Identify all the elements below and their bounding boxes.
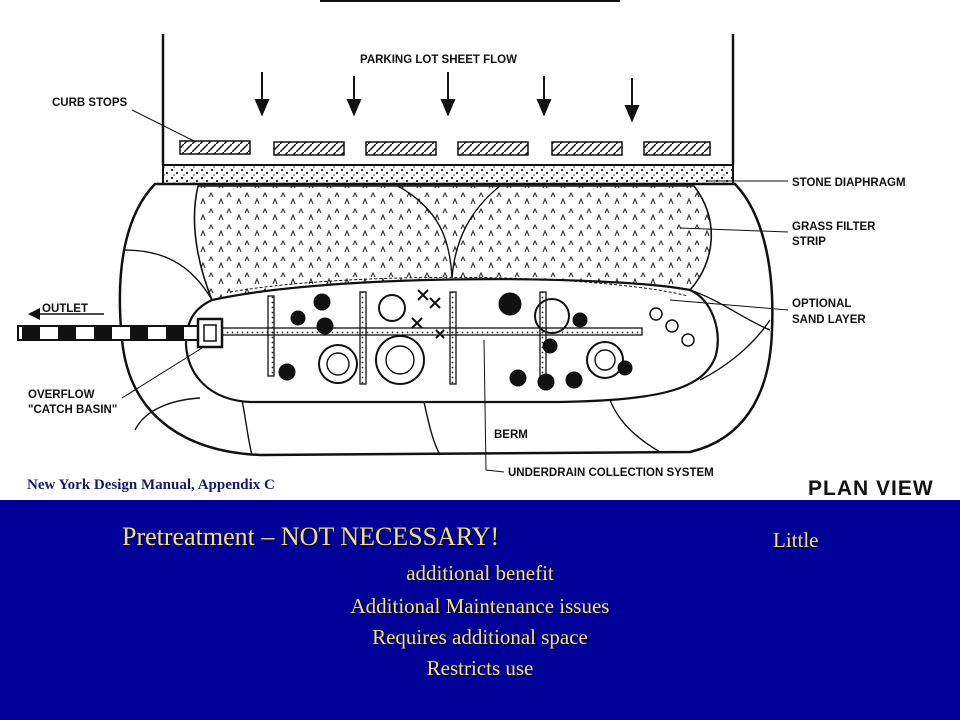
point-additional-benefit: additional benefit (406, 561, 554, 585)
berm-section-lines (124, 249, 771, 456)
curb-stops-leader (131, 109, 197, 143)
plantings (278, 289, 695, 391)
overflow-leader (121, 347, 203, 399)
sand-layer-edge (229, 276, 689, 297)
point-restricts-use: Restricts use (426, 656, 534, 680)
parking-lot-sheet-flow-label: PARKING LOT SHEET FLOW (360, 54, 517, 66)
underdrain-label: UNDERDRAIN COLLECTION SYSTEM (508, 467, 714, 479)
sheet-flow-arrows (254, 72, 640, 123)
optional-sand-layer-label-line2: SAND LAYER (792, 314, 866, 326)
optional-sand-layer-leader (669, 299, 789, 311)
pretreatment-heading: Pretreatment – NOT NECESSARY! (122, 522, 500, 551)
outlet-arrow (28, 308, 104, 320)
overflow-label-line1: OVERFLOW (28, 389, 95, 401)
berm-label: BERM (494, 429, 528, 441)
optional-sand-layer-label-line1: OPTIONAL (792, 298, 851, 310)
source-caption: New York Design Manual, Appendix C (27, 477, 275, 493)
overflow-label-line2: "CATCH BASIN" (28, 404, 117, 416)
plan-view-label: PLAN VIEW (808, 477, 934, 500)
stone-diaphragm-label: STONE DIAPHRAGM (792, 177, 906, 189)
grass-filter-strip-leader (679, 227, 789, 233)
overflow-catch-basin (196, 317, 224, 349)
little-text: Little (773, 528, 819, 552)
point-maintenance-issues: Additional Maintenance issues (350, 594, 610, 618)
outlet-pipe (17, 325, 199, 341)
stone-diaphragm (162, 164, 734, 185)
grass-filter-strip-label-line2: STRIP (792, 236, 826, 248)
grass-filter-strip-label-line1: GRASS FILTER (792, 221, 876, 233)
catch-basin-inner (203, 324, 217, 342)
summary-panel: Pretreatment – NOT NECESSARY! Little add… (0, 500, 960, 720)
outlet-label: OUTLET (42, 303, 88, 315)
curb-stops (179, 140, 711, 156)
curb-stops-label: CURB STOPS (52, 97, 128, 109)
plan-view-diagram: PARKING LOT SHEET FLOW CURB STOPS STONE … (17, 0, 934, 500)
point-additional-space: Requires additional space (372, 625, 588, 649)
underdrain-leader (483, 339, 505, 473)
grass-filter-divider (397, 185, 501, 279)
